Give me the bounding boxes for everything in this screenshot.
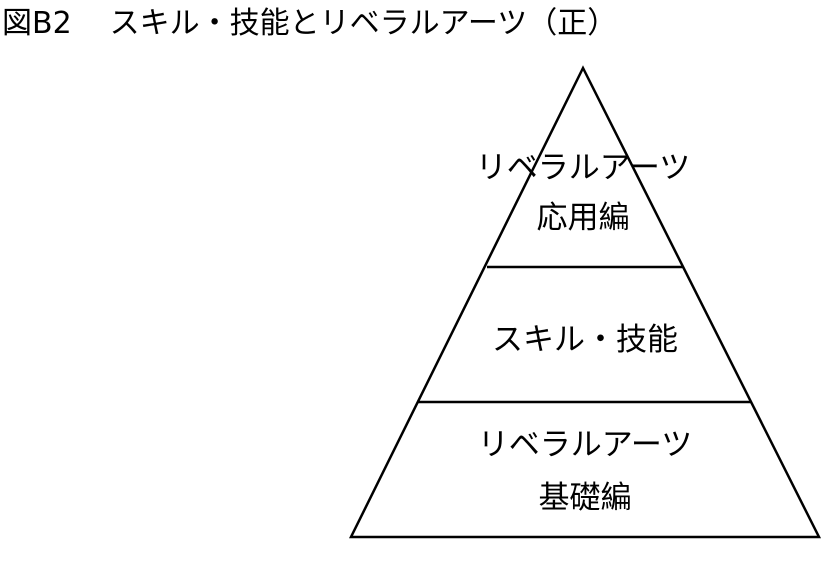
top-level-label-line2: 応用編 <box>537 200 630 236</box>
bottom-level-label-line2: 基礎編 <box>539 480 632 516</box>
top-level-label-line1: リベラルアーツ <box>476 150 691 186</box>
figure-number: 図B2 <box>2 6 72 41</box>
pyramid-outline <box>348 65 822 539</box>
figure-title: スキル・技能とリベラルアーツ（正） <box>109 6 618 41</box>
bottom-level-label-line1: リベラルアーツ <box>478 427 693 463</box>
figure-caption: 図B2 スキル・技能とリベラルアーツ（正） <box>2 2 617 46</box>
middle-level-label: スキル・技能 <box>492 322 678 358</box>
